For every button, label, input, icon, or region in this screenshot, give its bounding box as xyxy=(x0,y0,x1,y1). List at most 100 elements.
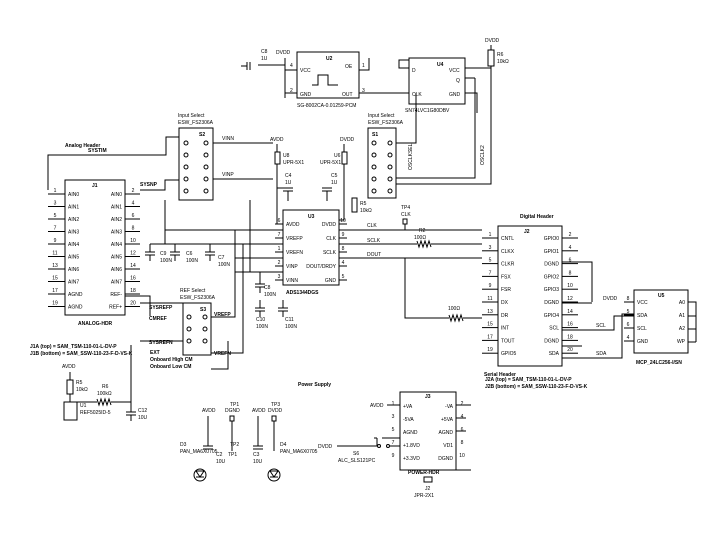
j1-pin-9: 9 xyxy=(54,238,57,244)
tp3-ref: TP3 xyxy=(271,402,280,408)
j1-pin-17: 17 xyxy=(52,288,58,294)
j3-lname-4: +3.3VD xyxy=(403,456,420,462)
s6-ref: S6 xyxy=(353,451,359,457)
s2-title2: ESW_FS2306A xyxy=(178,120,214,126)
j1-name-r2: AIN2 xyxy=(111,217,122,223)
j1-pin-7: 7 xyxy=(54,226,57,232)
j2-name-r2: DGND xyxy=(544,262,559,268)
j1-pin-14: 14 xyxy=(130,263,136,269)
j1-pin-6: 6 xyxy=(132,213,135,219)
j1-title: Analog Header xyxy=(65,143,100,149)
j3-lname-3: +1.8VD xyxy=(403,443,420,449)
j1-name-l5: AIN5 xyxy=(68,255,79,261)
net-sda: SDA xyxy=(596,351,607,357)
u2-part: SG-8002CA-0.01259-PCM xyxy=(297,103,356,109)
r2-ref: R2 xyxy=(419,228,426,234)
j1-name-r8: REF- xyxy=(110,292,122,298)
j3-rpin-1: 4 xyxy=(461,414,464,420)
input-select-s2: Input Select ESW_FS2306A S2 VINN VINP xyxy=(178,113,273,201)
j2-pin-8: 8 xyxy=(569,270,572,276)
tp4-name: CLK xyxy=(401,212,411,218)
j1-name-r1: AIN1 xyxy=(111,205,122,211)
r2-val: 100Ω xyxy=(414,235,426,241)
u4-supply: DVDD xyxy=(485,38,500,44)
s3-vrefn: VREFN xyxy=(214,351,231,357)
j2-name-r6: GPIO4 xyxy=(544,313,560,319)
j1-name-r5: AIN5 xyxy=(111,255,122,261)
analog-header-j1: Analog Header J1 1AIN03AIN15AIN27AIN39AI… xyxy=(47,136,179,327)
j1-ref: J1 xyxy=(92,183,98,189)
u3-lname-2: VREFN xyxy=(286,250,303,256)
u5-lname-0: VCC xyxy=(637,300,648,306)
u2-gnd: GND xyxy=(300,92,312,98)
j3-lpin-2: 5 xyxy=(392,427,395,433)
c2-ref: C2 xyxy=(216,452,223,458)
resistor-r4-symbol xyxy=(404,258,482,323)
j2-pin-7: 7 xyxy=(489,270,492,276)
j2-name-r4: GPIO3 xyxy=(544,287,560,293)
c12-val: 10U xyxy=(138,415,148,421)
j1-pin-12: 12 xyxy=(130,251,136,257)
s3-onboard-low: Onboard Low CM xyxy=(150,364,191,370)
j2-pin-11: 11 xyxy=(487,296,492,302)
u2-p2: 2 xyxy=(290,88,293,94)
u2-p1: 1 xyxy=(362,63,365,69)
j2-name-r3: GPIO2 xyxy=(544,274,560,280)
power-supply-dvdd: DVDD xyxy=(318,444,333,450)
j2-note-1-vis: J2A (top) = SAM_TSM-110-01-L-DV-P xyxy=(485,377,572,383)
tp1b-ref: TP1 xyxy=(228,452,237,458)
j3-lpin-1: 3 xyxy=(392,414,395,420)
d4-part: PAN_MA6X0705 xyxy=(280,449,318,455)
j1-name-l7: AIN7 xyxy=(68,280,79,286)
u3-lpin-2: 1 xyxy=(278,246,281,252)
ldo-u8: U8 UPR-5X1 xyxy=(274,144,304,225)
d4-ref: D4 xyxy=(280,442,287,448)
j1-footer: ANALOG-HDR xyxy=(78,321,113,327)
j2-name-r9: SDA xyxy=(549,351,560,357)
u3-lname-0: AVDD xyxy=(286,222,300,228)
j1-name-r3: AIN3 xyxy=(111,230,122,236)
c6-ref: C6 xyxy=(186,251,193,257)
j2-name-l7: INT xyxy=(501,326,509,332)
j2-name-r5: DGND xyxy=(544,300,559,306)
j3-ref: J3 xyxy=(425,394,431,400)
buffer-u4: U4 D VCC Q CLK GND SN74LVC1G80DBV DVDD R… xyxy=(369,38,509,185)
d4-net: AVDD xyxy=(252,408,266,414)
j1-name-l8: AGND xyxy=(68,292,83,298)
u5-rname-3: WP xyxy=(677,339,686,345)
u3-rpin-4: 5 xyxy=(342,274,345,280)
d3-part: PAN_MA6X0705 xyxy=(180,449,218,455)
j2-pin-17: 17 xyxy=(487,334,493,340)
u4-ref: U4 xyxy=(437,62,444,68)
j1-name-l2: AIN2 xyxy=(68,217,79,223)
u5-lname-1: SDA xyxy=(637,313,648,319)
c2-val: 10U xyxy=(216,459,226,465)
digital-header-j2: Digital Header J2 1CNTL3CLKX5CLKR7FSX9FS… xyxy=(482,214,634,378)
j1-name-l4: AIN4 xyxy=(68,242,79,248)
j3-lpin-4: 9 xyxy=(392,453,395,459)
u2-p4: 4 xyxy=(290,63,293,69)
u1-r-val: 10kΩ xyxy=(76,387,88,393)
j1-name-l3: AIN3 xyxy=(68,230,79,236)
u3-ref: U3 xyxy=(308,214,315,220)
j1-pin-2: 2 xyxy=(132,188,135,194)
u3-lpin-4: 3 xyxy=(278,274,281,280)
j2-pin-5: 5 xyxy=(489,258,492,264)
s3-title2: ESW_FS2306A xyxy=(180,295,216,301)
led-d4: AVDD TP3 DVDD D4 PAN_MA6X0705 C3 10U TP2 xyxy=(230,402,318,482)
j1-note-1: J1A (top) = SAM_TSM-110-01-L-DV-P xyxy=(30,344,117,350)
r6-val: 10kΩ xyxy=(497,59,509,65)
u1-part: REF5025ID-5 xyxy=(80,410,111,416)
j1-pin-16: 16 xyxy=(130,276,136,282)
u5-rname-2: A2 xyxy=(679,326,685,332)
j2-name-l9: GPIO5 xyxy=(501,351,517,357)
u5-part: MCP_24LC256-I/SN xyxy=(636,360,682,366)
j2-footer: Serial Header xyxy=(484,372,516,378)
